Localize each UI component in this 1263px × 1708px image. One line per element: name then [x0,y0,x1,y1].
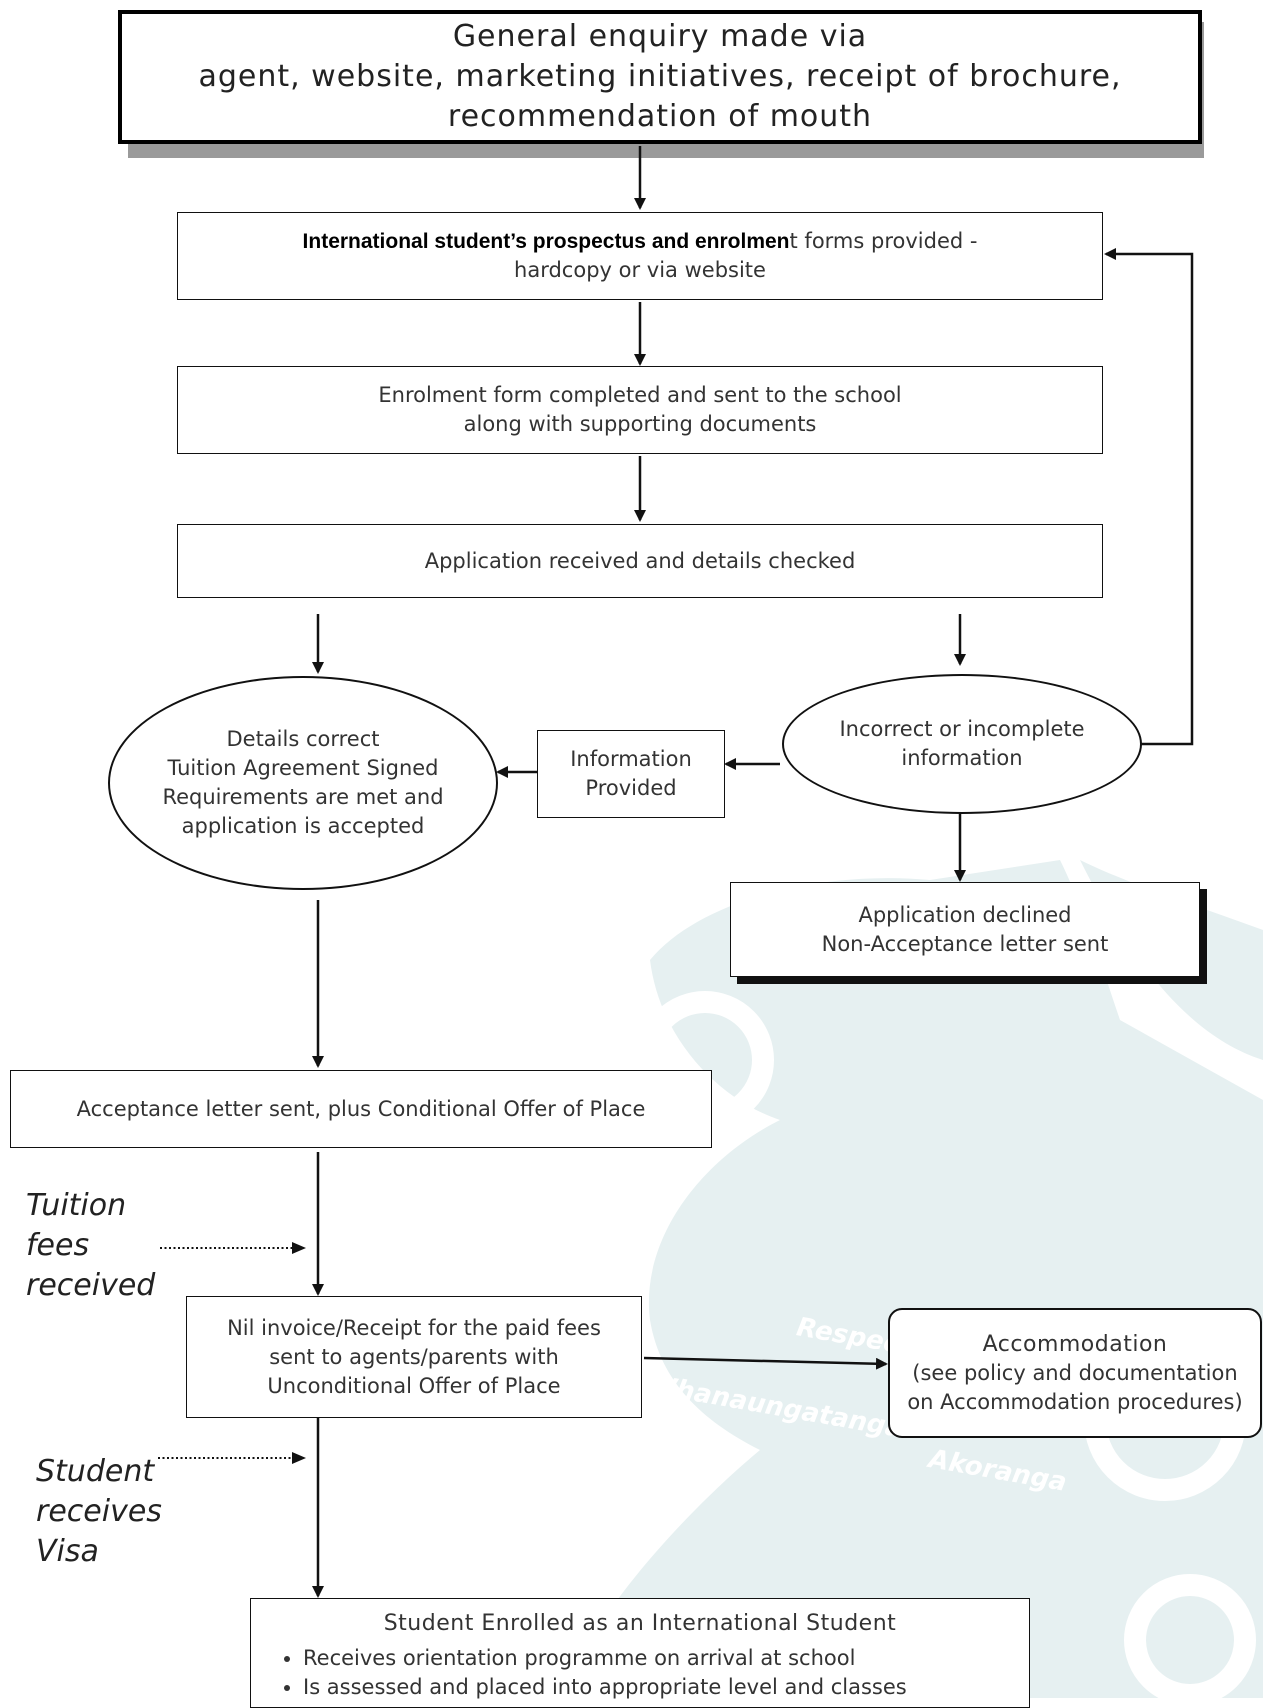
invoice-line-2: sent to agents/parents with [269,1344,559,1369]
application-received-box: Application received and details checked [177,524,1103,598]
student-enrolled-box: Student Enrolled as an International Stu… [250,1598,1030,1708]
enrolled-bullet-2: Is assessed and placed into appropriate … [303,1673,1029,1702]
accommodation-title: Accommodation [982,1331,1168,1357]
enrolment-line-1: Enrolment form completed and sent to the… [378,383,902,407]
info-line-1: Information [570,747,692,771]
dotted-connectors [158,1247,292,1459]
prospectus-line-1-bold: International student’s prospectus and e… [302,230,790,253]
declined-line-2: Non-Acceptance letter sent [821,931,1109,956]
accommodation-line-3: on Accommodation procedures) [907,1389,1243,1414]
general-enquiry-box: General enquiry made via agent, website,… [118,10,1202,144]
incorrect-line-2: information [901,746,1023,770]
invoice-line-1: Nil invoice/Receipt for the paid fees [227,1315,601,1340]
accommodation-line-2: (see policy and documentation [912,1360,1238,1385]
prospectus-box: International student’s prospectus and e… [177,212,1103,300]
prospectus-line-1: International student’s prospectus and e… [303,227,978,256]
acceptance-letter-box: Acceptance letter sent, plus Conditional… [10,1070,712,1148]
tuition-fees-label: Tuition fees received [26,1186,155,1306]
accepted-line-2: Tuition Agreement Signed [167,756,439,780]
arrow-feedback-to-prospectus [1104,248,1194,746]
dotted-arrowheads [292,1242,306,1464]
arrow-to-accommodation [643,1356,888,1370]
application-text: Application received and details checked [424,548,856,573]
prospectus-line-2: hardcopy or via website [514,258,766,282]
accepted-line-3: Requirements are met and [162,785,444,809]
enrolled-bullet-1: Receives orientation programme on arriva… [303,1644,1029,1673]
accommodation-box: Accommodation (see policy and documentat… [888,1308,1262,1438]
student-visa-label: Student receives Visa [36,1452,162,1572]
watermark-emblem [560,860,1263,1698]
application-accepted-ellipse: Details correct Tuition Agreement Signed… [108,676,498,890]
connectors [312,146,1194,1598]
enrolled-title: Student Enrolled as an International Stu… [383,1611,897,1636]
enquiry-line-1: General enquiry made via [452,19,868,54]
enrolled-bullet-list: Receives orientation programme on arriva… [251,1644,1029,1702]
enquiry-line-2: agent, website, marketing initiatives, r… [198,59,1122,94]
information-provided-box: Information Provided [537,730,725,818]
incorrect-information-ellipse: Incorrect or incomplete information [782,674,1142,814]
invoice-line-3: Unconditional Offer of Place [267,1373,561,1398]
info-line-2: Provided [585,776,677,800]
tuition-line-3: received [26,1268,156,1303]
incorrect-line-1: Incorrect or incomplete [839,717,1085,741]
tuition-line-2: fees [26,1228,90,1263]
acceptance-text: Acceptance letter sent, plus Conditional… [76,1096,646,1121]
declined-line-1: Application declined [858,902,1072,927]
enrolment-form-box: Enrolment form completed and sent to the… [177,366,1103,454]
accepted-line-4: application is accepted [181,814,425,838]
watermark-eye [639,1033,657,1051]
application-declined-box: Application declined Non-Acceptance lett… [730,882,1200,977]
invoice-receipt-box: Nil invoice/Receipt for the paid fees se… [186,1296,642,1418]
tuition-line-1: Tuition [26,1188,127,1223]
accepted-line-1: Details correct [226,727,380,751]
visa-line-2: receives [36,1494,162,1529]
enrolment-line-2: along with supporting documents [463,412,817,436]
prospectus-line-1-rest: t forms provided - [789,229,978,253]
visa-line-1: Student [36,1454,155,1489]
enquiry-line-3: recommendation of mouth [447,99,873,134]
visa-line-3: Visa [36,1534,99,1569]
